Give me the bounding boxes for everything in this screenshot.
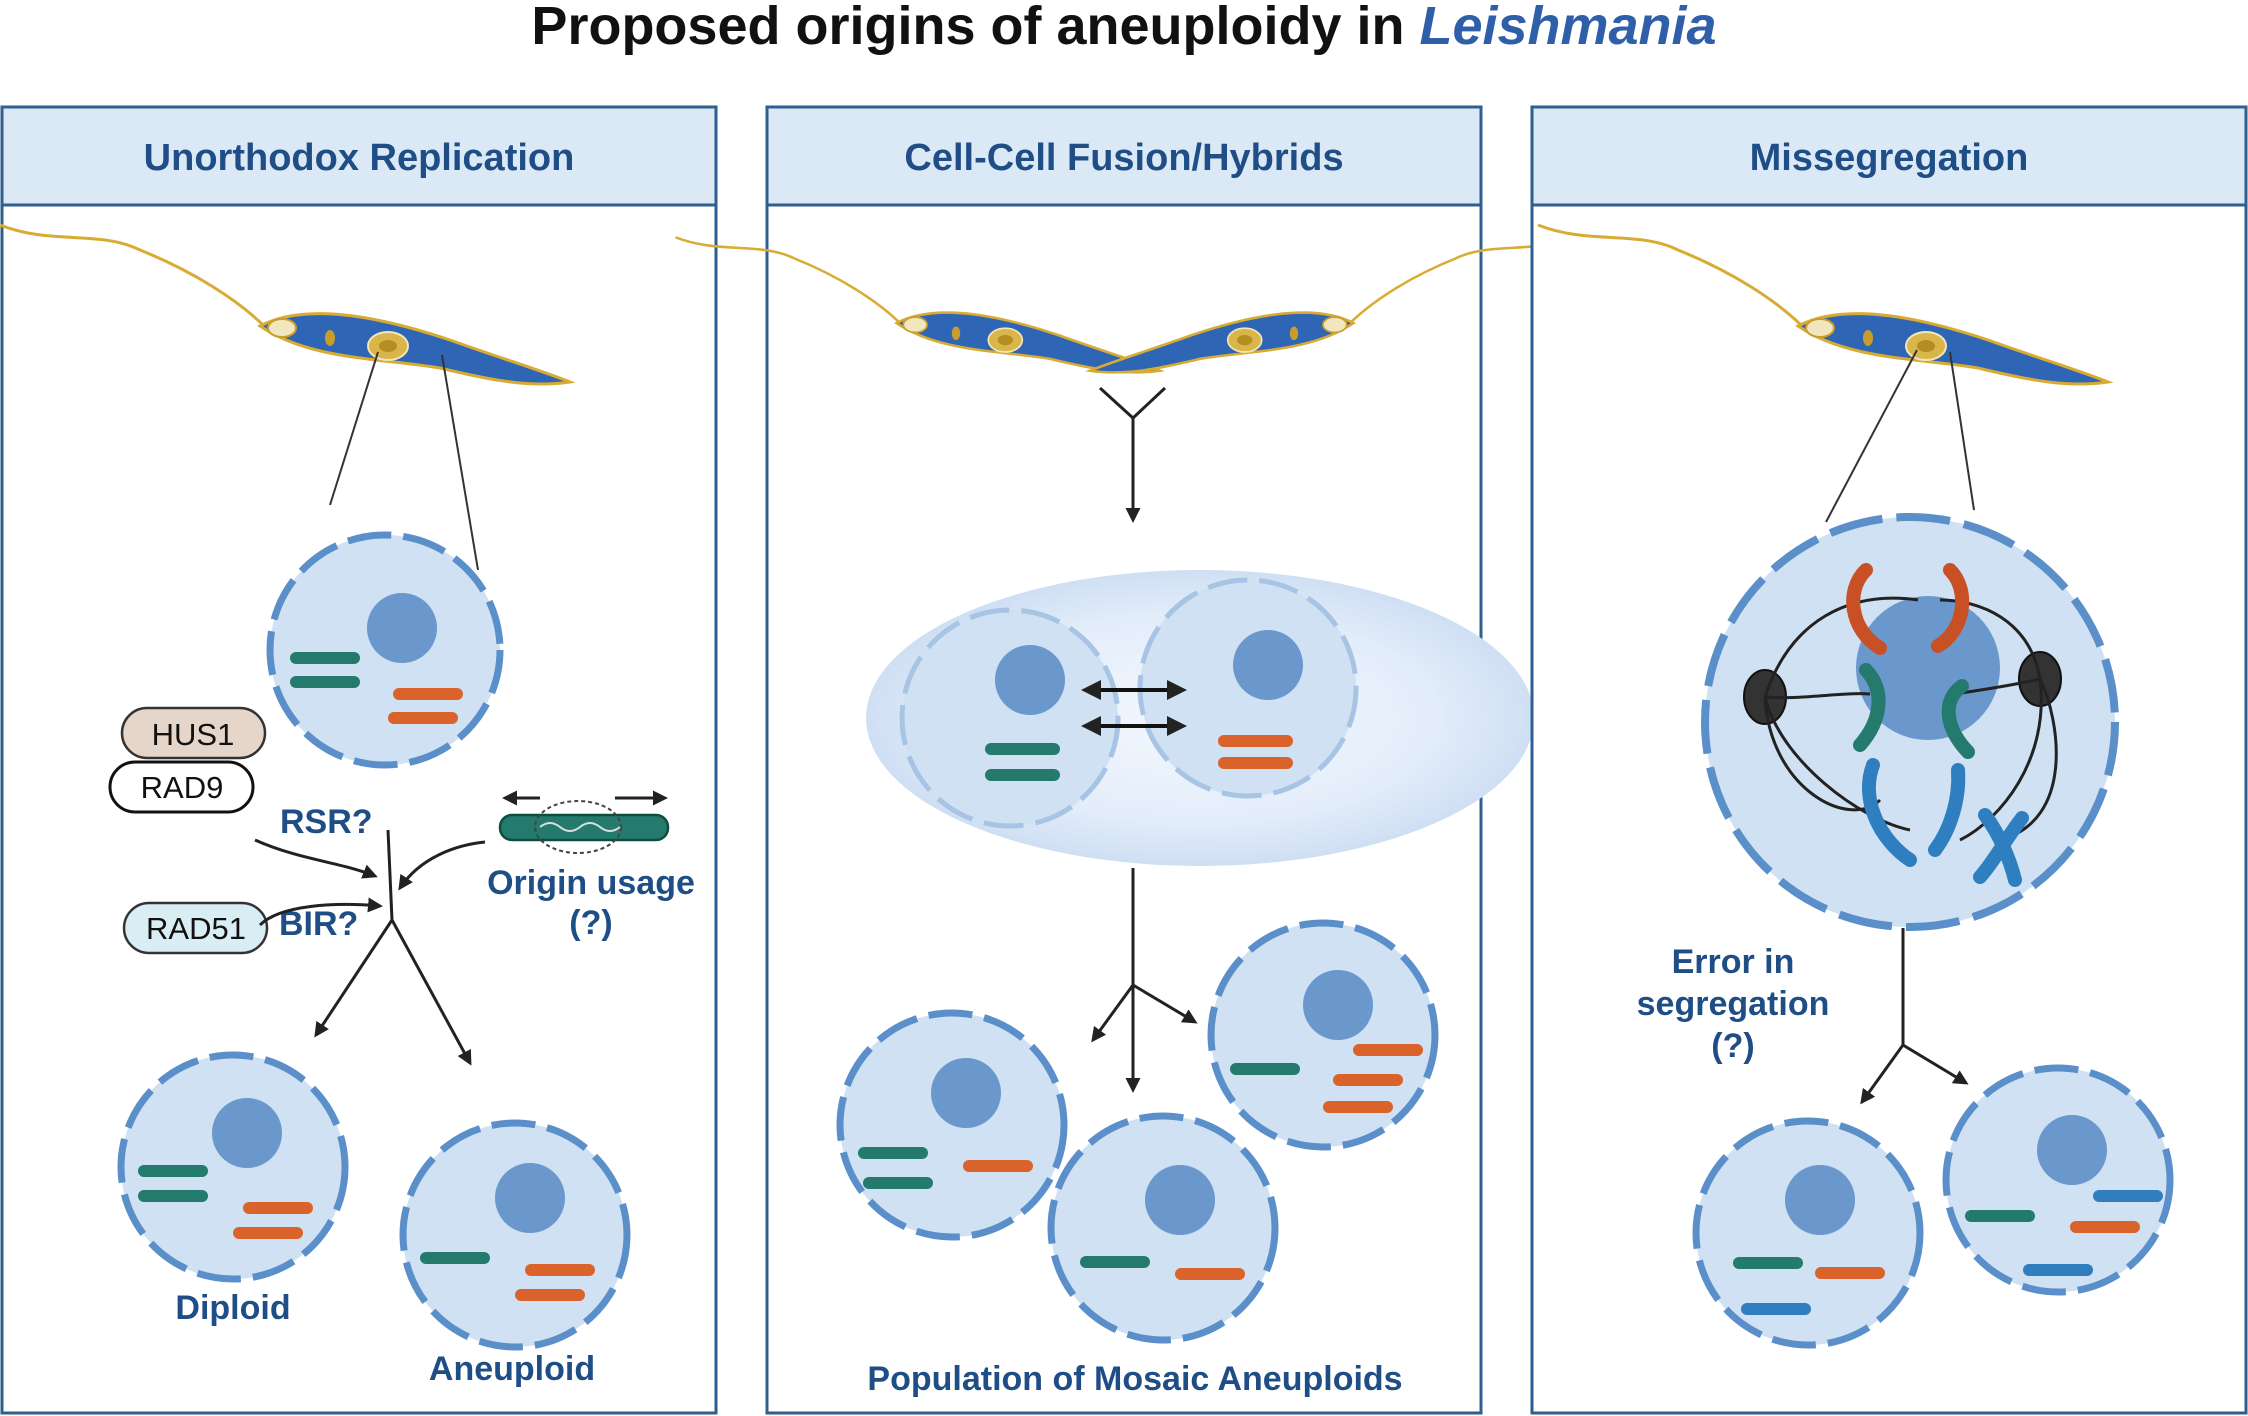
panel-cell-fusion: Cell-Cell Fusion/Hybrids [674, 105, 1576, 1415]
chromatid-green [1941, 679, 1975, 759]
chromatid-blue [1862, 758, 1917, 867]
nucleus [367, 593, 437, 663]
rsr-label: RSR? [280, 803, 373, 841]
bir-label: BIR? [279, 905, 358, 943]
rad9-label: RAD9 [141, 770, 224, 805]
chromosome-orange [1218, 735, 1293, 747]
nucleus [1856, 596, 2000, 740]
bir-arrow [258, 897, 383, 927]
origin-arrow [398, 840, 486, 891]
chromosome-orange [1815, 1267, 1885, 1279]
chromosome-orange [388, 712, 458, 724]
panel-unorthodox-replication: Unorthodox Replication HUS1 RAD9 RAD51 R… [0, 105, 718, 1415]
panel-3-header-text: Missegregation [1750, 137, 2029, 179]
chromosome-orange [1218, 757, 1293, 769]
chromosome-green [138, 1190, 208, 1202]
chromatid-orange [1846, 563, 1887, 655]
replicating-cell [266, 531, 504, 769]
hus1-label: HUS1 [152, 717, 235, 752]
panel-3-header [1530, 105, 2248, 207]
chromatid-blue [1928, 763, 1966, 857]
nucleus [1233, 630, 1303, 700]
figure-title: Proposed origins of aneuploidy in Leishm… [531, 0, 1716, 56]
daughter-cell-left [1692, 1117, 1924, 1349]
daughter-cell-right [1942, 1064, 2174, 1296]
chromosome-green [1733, 1257, 1803, 1269]
chromosome-blue [1741, 1303, 1811, 1315]
chromosome-green [1230, 1063, 1300, 1075]
missegregating-cell [1701, 513, 2119, 931]
rad51-protein: RAD51 [122, 901, 269, 955]
origin-usage-question: (?) [569, 904, 612, 942]
chromosome-orange [393, 688, 463, 700]
chromosome-orange [963, 1160, 1033, 1172]
chromosome-orange [515, 1289, 585, 1301]
rad9-protein: RAD9 [108, 760, 255, 814]
panel-1-header-text: Unorthodox Replication [144, 137, 575, 179]
chromosome-green [863, 1177, 933, 1189]
chromosome-green [1080, 1256, 1150, 1268]
panel-1-header [0, 105, 718, 207]
nucleus [931, 1058, 1001, 1128]
panel-2-header-text: Cell-Cell Fusion/Hybrids [904, 137, 1343, 179]
chromosome-orange [2070, 1221, 2140, 1233]
chromosome-green [985, 769, 1060, 781]
chromosome-orange [1323, 1101, 1393, 1113]
chromosome-green [1965, 1210, 2035, 1222]
mosaic-cell-left [836, 1009, 1068, 1241]
chromosome-orange [233, 1227, 303, 1239]
hus1-protein: HUS1 [120, 706, 267, 760]
rad51-label: RAD51 [146, 911, 246, 946]
nucleus [1145, 1165, 1215, 1235]
nucleus [495, 1163, 565, 1233]
chromatid-green [1853, 663, 1886, 752]
chromosome-green [985, 743, 1060, 755]
chromosome-orange [1333, 1074, 1403, 1086]
chromosome-orange [1353, 1044, 1423, 1056]
aneuploid-cell [399, 1119, 631, 1351]
title-emphasis: Leishmania [1419, 0, 1716, 56]
rsr-arrow [254, 838, 378, 879]
nucleus [212, 1098, 282, 1168]
chromosome-green [290, 676, 360, 688]
chromatid-orange [1931, 563, 1970, 653]
nucleus [1785, 1165, 1855, 1235]
chromosome-green [138, 1165, 208, 1177]
nucleus [995, 645, 1065, 715]
chromosome-blue [2023, 1264, 2093, 1276]
panel-missegregation: Missegregation Error in [1530, 105, 2248, 1415]
diploid-label: Diploid [175, 1289, 290, 1327]
diploid-cell [117, 1051, 349, 1283]
chromosome-orange [1175, 1268, 1245, 1280]
mosaic-cell-right [1207, 919, 1439, 1151]
chromosome-green [290, 652, 360, 664]
aneuploid-label: Aneuploid [429, 1350, 595, 1388]
population-label: Population of Mosaic Aneuploids [867, 1360, 1402, 1398]
chromosome-green [420, 1252, 490, 1264]
chromosome-orange [243, 1202, 313, 1214]
chromosome-green [858, 1147, 928, 1159]
origin-usage-label: Origin usage [487, 864, 695, 902]
error-label-line3: (?) [1711, 1027, 1754, 1065]
panel-2-header [765, 105, 1483, 207]
nucleus [1303, 970, 1373, 1040]
chromatid-blue [1973, 811, 2029, 884]
fusing-cell-left [899, 607, 1121, 829]
replication-origin-icon [498, 790, 670, 854]
mosaic-cell-center [1047, 1112, 1279, 1344]
chromosome-orange [525, 1264, 595, 1276]
nucleus [2037, 1115, 2107, 1185]
title-main: Proposed origins of aneuploidy in [531, 0, 1419, 56]
chromosome-blue [2093, 1190, 2163, 1202]
error-label-line1: Error in [1672, 943, 1795, 981]
error-label-line2: segregation [1637, 985, 1830, 1023]
